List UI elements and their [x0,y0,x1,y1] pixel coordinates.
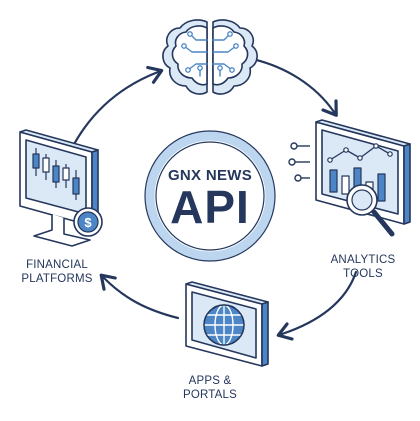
magnifier-icon [346,184,395,237]
center-title-line2: API [170,181,250,233]
circuit-brain-icon [162,19,258,95]
arrow-ana-to-app [276,270,358,341]
center-title-line1: GNX NEWS [167,167,253,184]
arrow-fin-to-ai [70,65,164,150]
apps-portals-label: APPS & PORTALS [182,375,238,401]
arrow-app-to-fin [99,273,180,320]
financial-platforms-label: FINANCIAL PLATFORMS [21,259,93,285]
globe-screen-icon [185,281,269,367]
analytics-tools-label: ANALYTICS TOOLS [330,254,396,280]
cycle-arrows [70,56,358,341]
stock-monitor-icon: $ [19,129,103,247]
analytics-monitor-icon [288,119,411,237]
dollar-coin-icon: $ [73,207,103,237]
center-circle [144,130,276,262]
svg-text:$: $ [84,215,92,230]
arrow-ai-to-ana [246,56,338,117]
